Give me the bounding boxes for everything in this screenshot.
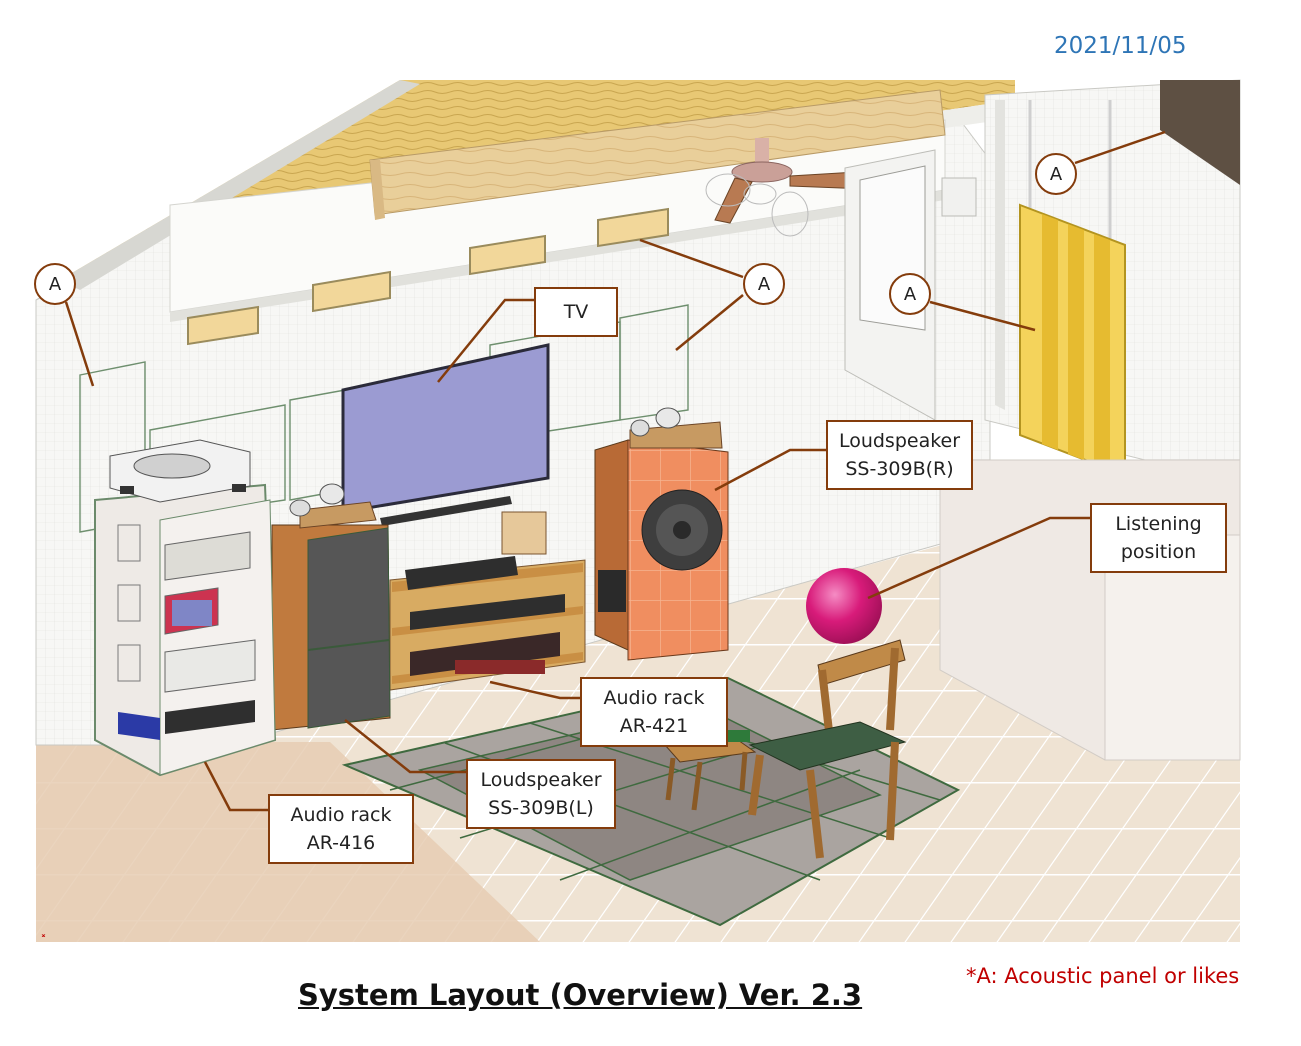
audio-rack-ar421: [389, 511, 586, 691]
tv-screen: [341, 343, 550, 526]
label-text-line1: Loudspeaker: [480, 769, 602, 791]
label-text-line2: AR-416: [306, 832, 376, 854]
loudspeaker-left: [271, 483, 391, 731]
label-text-line2: AR-421: [619, 715, 689, 737]
acoustic-panel-marker-top-right: A: [1035, 153, 1077, 195]
date-stamp: 2021/11/05: [1054, 33, 1187, 59]
label-listening-position: Listening position: [1090, 503, 1227, 573]
listening-position-marker: [806, 568, 882, 644]
label-loudspeaker-left: Loudspeaker SS-309B(L): [466, 759, 616, 829]
label-text-line1: Loudspeaker: [838, 430, 961, 452]
label-text-line2: position: [1120, 541, 1197, 563]
corner-mark: ˟: [40, 934, 47, 950]
leader-lines: [64, 130, 1166, 812]
label-loudspeaker-right: Loudspeaker SS-309B(R): [826, 420, 973, 490]
loudspeaker-right: [594, 407, 729, 661]
label-text-line2: SS-309B(R): [845, 458, 954, 480]
acoustic-panel-marker-center: A: [743, 263, 785, 305]
label-audio-rack-ar421: Audio rack AR-421: [580, 677, 728, 747]
legend-note: *A: Acoustic panel or likes: [966, 964, 1240, 988]
label-text-line1: Audio rack: [290, 804, 392, 826]
page-title: System Layout (Overview) Ver. 2.3: [298, 978, 863, 1012]
acoustic-panel-marker-right: A: [889, 273, 931, 315]
acoustic-panel-marker-left: A: [34, 263, 76, 305]
label-audio-rack-ar416: Audio rack AR-416: [268, 794, 414, 864]
listening-chair: [663, 639, 907, 859]
label-text-line2: SS-309B(L): [488, 797, 594, 819]
label-text-line1: Listening: [1115, 513, 1202, 535]
label-tv-text: TV: [563, 301, 589, 323]
audio-rack-ar416: [94, 439, 277, 777]
label-tv: TV: [534, 287, 618, 337]
label-text-line1: Audio rack: [603, 687, 705, 709]
